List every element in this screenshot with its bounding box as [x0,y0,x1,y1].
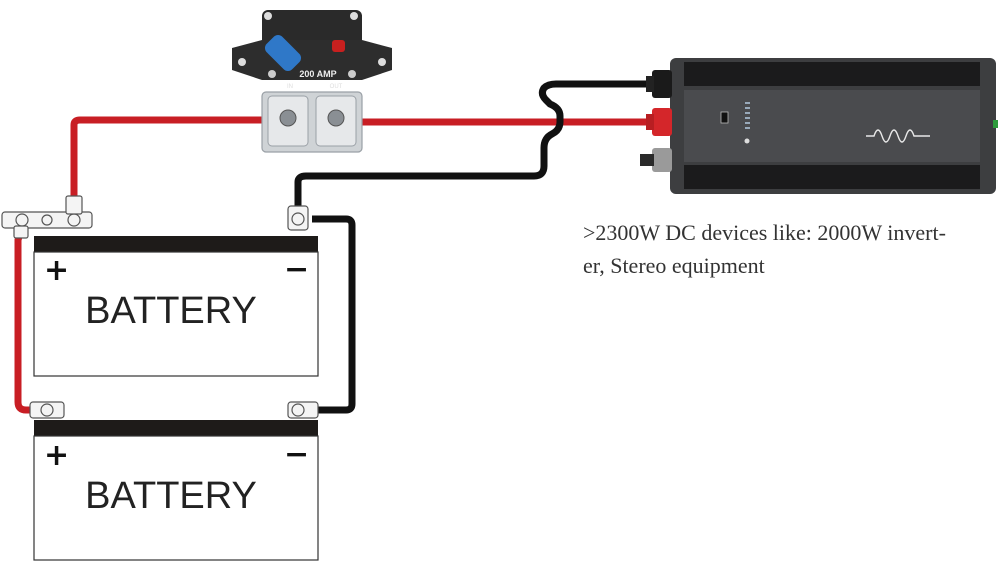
circuit-breaker: 200 AMP IN OUT [232,10,392,153]
battery-top: + − BATTERY [33,236,319,377]
breaker-lever [264,34,302,72]
battery-bottom-label: BATTERY [85,475,257,517]
breaker-reset-button [332,40,345,52]
battery-bottom-positive: + [44,438,69,473]
sine-wave-icon [866,129,930,143]
inverter-caption: >2300W DC devices like: 2000W invert- er… [583,216,998,282]
battery-top-label: BATTERY [85,290,257,332]
inverter-positive-terminal [646,108,672,136]
terminal-clamp-top-positive [1,195,93,239]
terminal-clamp-bottom-negative [287,401,319,419]
inverter-negative-terminal [646,70,672,98]
inverter-ground-terminal [640,148,672,172]
series-link-cable [14,225,44,414]
battery-bottom-negative: − [284,437,309,472]
inverter-led-column [744,102,750,144]
inverter-power-switch [720,111,729,124]
battery-top-positive: + [44,253,69,288]
breaker-in-label: IN [287,84,293,90]
terminal-clamp-top-negative [287,205,309,231]
caption-line-2: er, Stereo equipment [583,253,765,278]
inverter [640,58,998,194]
terminal-clamp-bottom-positive [29,401,65,419]
negative-cable-to-inverter [294,80,655,212]
negative-link-cable [312,215,356,414]
breaker-out-label: OUT [330,84,343,90]
battery-top-negative: − [284,252,309,287]
positive-cable-to-breaker [70,116,268,214]
battery-bottom: + − BATTERY [33,420,319,561]
inverter-status-led [993,120,998,128]
breaker-rating: 200 AMP [299,69,336,79]
caption-line-1: >2300W DC devices like: 2000W invert- [583,220,946,245]
